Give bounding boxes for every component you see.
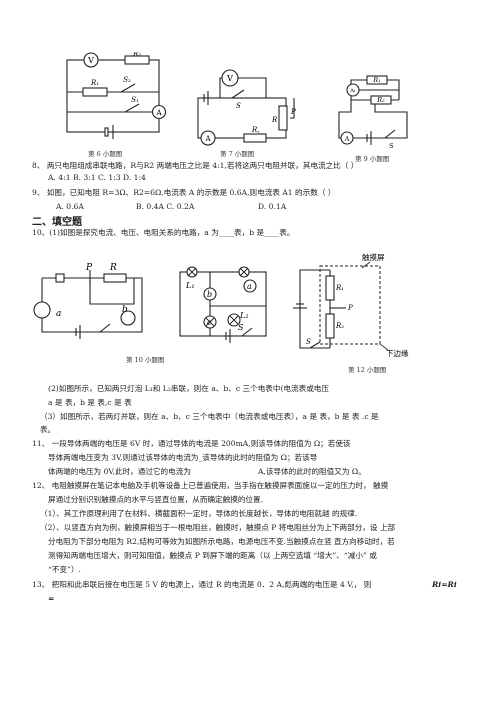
ammeter-label: A xyxy=(204,135,211,143)
question-13: 13、 把阳和此串联后接在电压是 5 V 的电源上，通过 R 的电流是 0．2 … xyxy=(32,580,372,589)
question-12-line2: 屏通过分别识别触摸点的水平与竖直位置，从而确定触摸的位置. xyxy=(48,495,264,504)
question-10-part3: （3）如图所示，若两灯并联，则在 a、b、c 三个电表中（电流表或电压表），a … xyxy=(40,412,379,421)
question-8-options: A. 4:1 B. 3:1 C. 1:3 D. 1:4 xyxy=(48,173,146,182)
circuit-figure-7: V P S R A R, xyxy=(197,69,296,146)
question-13-ratio: Ri=Ri xyxy=(432,580,457,589)
r1-label: R₁ xyxy=(335,284,344,292)
circuit-figure-10-b: L₁ b a c L₂ S xyxy=(179,266,267,343)
voltmeter-label: V xyxy=(87,56,94,65)
s1-label: S₁ xyxy=(131,96,139,104)
switch-s-label: S xyxy=(389,142,393,150)
r2-label: R₂ xyxy=(335,322,344,330)
r2-label: R₂ xyxy=(376,96,385,104)
meter-c-label: c xyxy=(207,318,212,327)
resistor-r-label: R xyxy=(109,263,117,273)
ammeter-a-label: A xyxy=(344,135,350,143)
question-12-sub2-line2: 分电阻为下部分电阻为 R2,结构可等效为如图所示电路，电源电压不变.当触摸点在竖… xyxy=(48,537,395,546)
slider-p-label: P xyxy=(290,108,296,116)
figure-7-caption: 第 7 小题图 xyxy=(220,150,255,158)
question-12-sub2-line4: “不变”）. xyxy=(48,565,81,574)
r1-label: R₁ xyxy=(372,76,381,84)
figure-12-caption: 第 12 小题图 xyxy=(348,366,387,374)
s2-label: S₂ xyxy=(123,76,131,84)
circuit-figure-6: V R₂ R₁ S₂ S₁ A xyxy=(66,52,167,139)
switch-s-label: S xyxy=(238,323,244,332)
meter-a-label: a xyxy=(247,282,252,291)
question-9: 9、 如图，已知电阻 R=3Ω、R2=6Ω,电流表 A 的示数是 0.6A,则电… xyxy=(32,188,336,197)
question-12-sub1: （1）、其工作原理利用了在材料、横截面积一定时，导体的长度越长，导体的电阻就越 … xyxy=(40,509,358,518)
r2-label: R₂ xyxy=(132,52,141,58)
question-13-line2: = xyxy=(48,594,55,603)
question-10-part2: (2)如图所示，已知两只灯泡 L₁和 L₂串联，则在 a、b、c 三个电表中(电… xyxy=(48,384,329,393)
circuit-figure-9: R₁ R₂ A₁ A S xyxy=(338,75,408,150)
question-11-line3b: A,该导体的此时的阻值又为 Ω。 xyxy=(258,467,366,476)
lamp-l1-label: L₁ xyxy=(185,281,195,290)
circuit-figure-10-a: P R a b xyxy=(33,263,143,339)
section-heading-fill-blank: 二、填空题 xyxy=(32,217,82,228)
question-10-part3-end: 表。 xyxy=(40,425,56,434)
question-10-part2-blanks: a 是 表，b 是 表,c 是 表 xyxy=(48,398,132,407)
meter-a-label: a xyxy=(56,309,61,319)
question-11: 11、 一段导体两端的电压是 6V 时，通过导体的电流是 200mA,则该导体的… xyxy=(32,439,351,448)
question-12: 12、 电阻触摸屏在笔记本电脑及手机等设备上已普遍使用，当手指在触摸屏表面施以一… xyxy=(32,481,389,490)
point-p-label: P xyxy=(347,304,353,312)
question-12-sub2: （2）、以竖直方向为例，触摸屏相当于一根电阻丝，触摸时，触摸点 P 将电阻丝分为… xyxy=(40,523,396,532)
question-9-option-a: A. 0.6A xyxy=(56,202,84,211)
lamp-l2-label: L₂ xyxy=(239,311,249,320)
question-11-line2: 导体两端电压变为 3V,则通过该导体的电流为_该导体的此时的阻值为 Ω；若该导 xyxy=(48,453,318,462)
r1-label: R₁ xyxy=(90,79,99,87)
question-10: 10、(1)如图是探究电流、电压、电阻关系的电路，a 为____表，b 是___… xyxy=(32,228,295,237)
figure-9-caption: 第 9 小题图 xyxy=(355,155,390,163)
question-8: 8、 两只电阻组成串联电路，R与R2 两端电压之比是 4:1,若将这两只电阻并联… xyxy=(32,161,359,170)
figure-10-caption: 第 10 小题图 xyxy=(126,356,165,364)
meter-b-label: b xyxy=(122,305,128,315)
circuit-figure-12: 触摸屏 R₁ P R₂ S 下边缘 xyxy=(293,252,409,358)
touchscreen-label: 触摸屏 xyxy=(362,252,385,262)
switch-s-label: S xyxy=(306,338,311,346)
question-9-option-bc: B. 0.4A C. 0.2A xyxy=(136,202,195,211)
switch-s-label: S xyxy=(236,102,241,110)
meter-b-label: b xyxy=(207,290,212,299)
ammeter-label: A xyxy=(155,109,162,117)
question-11-line3: 体两端的电压为 0V,此时，通过它的电流为 xyxy=(48,467,191,476)
question-9-option-d: D. 0.1A xyxy=(258,202,287,211)
slider-p-label: P xyxy=(85,263,93,273)
voltmeter-label: V xyxy=(226,74,233,83)
rheostat-r-label: R xyxy=(271,116,278,124)
bottom-edge-label: 下边缘 xyxy=(386,348,409,358)
figure-6-caption: 第 6 小题图 xyxy=(88,150,123,158)
ammeter-a1-label: A₁ xyxy=(349,88,356,94)
question-12-sub2-line3: 测得知两端电压增大，则可知阻值，触摸点 P 到屏下端的距离（以 上两空选填 “增… xyxy=(48,551,377,560)
r1-label: R, xyxy=(251,126,260,134)
